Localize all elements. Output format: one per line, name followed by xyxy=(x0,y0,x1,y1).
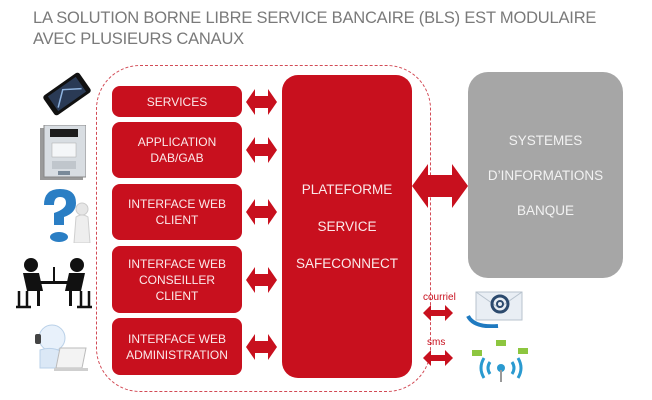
support-operator-laptop-icon xyxy=(35,324,88,371)
sms-label: sms xyxy=(427,337,446,348)
channel-box-interface-web-client: INTERFACE WEB CLIENT xyxy=(112,184,242,240)
title-line-1: LA SOLUTION BORNE LIBRE SERVICE BANCAIRE… xyxy=(33,9,597,27)
platform-line: PLATEFORME xyxy=(301,182,393,197)
courriel-label: courriel xyxy=(423,292,456,303)
meeting-desk-icon xyxy=(16,258,92,309)
channel-box-interface-web-conseiller: INTERFACE WEB CONSEILLER CLIENT xyxy=(112,246,242,313)
wireless-sms-icon xyxy=(472,340,528,382)
systemes-informations-banque-box: SYSTEMES D’INFORMATIONS BANQUE xyxy=(468,72,623,278)
channel-box-application-dab-gab: APPLICATION DAB/GAB xyxy=(112,122,242,178)
platform-safeconnect-box: PLATEFORME SERVICE SAFECONNECT xyxy=(282,75,412,378)
title-line-2: AVEC PLUSIEURS CANAUX xyxy=(33,30,244,48)
page-title: LA SOLUTION BORNE LIBRE SERVICE BANCAIRE… xyxy=(33,8,596,50)
channel-box-interface-web-administration: INTERFACE WEB ADMINISTRATION xyxy=(112,318,242,375)
systems-line: D’INFORMATIONS xyxy=(487,167,604,183)
double-arrow-icon xyxy=(423,305,453,321)
question-mark-person-icon xyxy=(44,189,91,243)
double-arrow-icon xyxy=(246,267,277,293)
double-arrow-icon xyxy=(246,89,277,115)
email-icon xyxy=(466,291,523,328)
double-arrow-icon xyxy=(423,350,453,366)
atm-icon xyxy=(40,125,86,180)
double-arrow-icon xyxy=(246,334,277,360)
bls-module-container xyxy=(96,65,431,392)
smartphone-icon xyxy=(43,72,91,116)
double-arrow-icon xyxy=(246,137,277,163)
channel-box-services: SERVICES xyxy=(112,86,242,117)
systems-line: SYSTEMES xyxy=(508,132,583,148)
systems-line: BANQUE xyxy=(516,202,574,218)
large-double-arrow-icon xyxy=(412,164,468,208)
double-arrow-icon xyxy=(246,199,277,225)
platform-line: SAFECONNECT xyxy=(295,256,398,271)
platform-line: SERVICE xyxy=(317,219,377,234)
